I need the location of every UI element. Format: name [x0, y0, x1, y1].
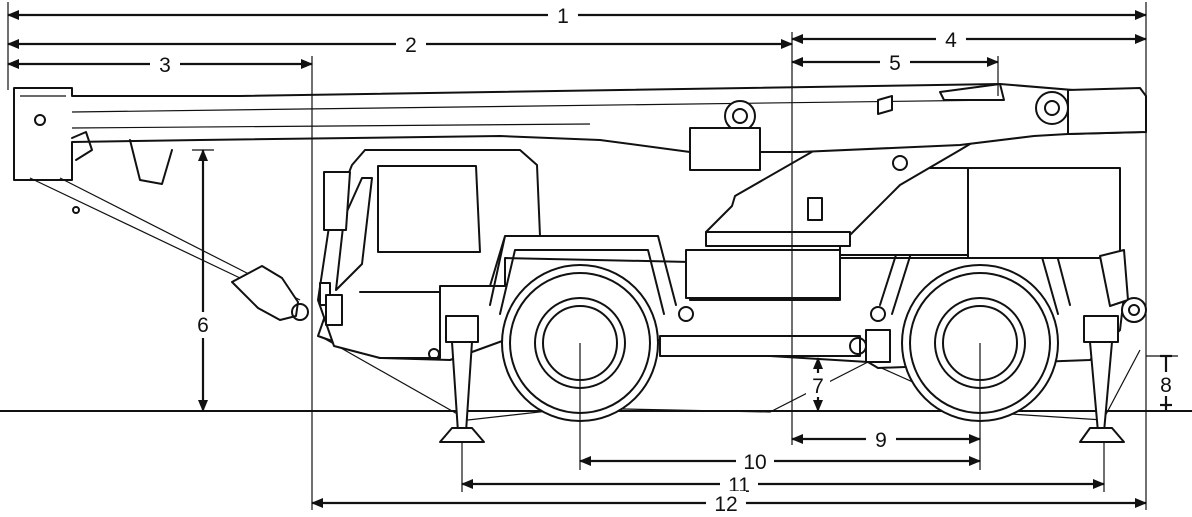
dimension-label-8: 8	[1160, 374, 1172, 397]
dimension-label-2: 2	[405, 34, 417, 57]
dimension-2: 2	[7, 32, 793, 57]
dimension-label-10: 10	[743, 451, 766, 474]
dimension-5: 5	[791, 50, 999, 75]
dimension-6: 6	[190, 149, 216, 412]
dimension-label-3: 3	[159, 54, 171, 77]
dimension-9: 9	[791, 427, 981, 452]
dimension-label-7: 7	[812, 375, 824, 398]
crane-boom	[13, 83, 1147, 181]
driver-cab	[317, 149, 541, 359]
dimension-1: 1	[7, 3, 1147, 28]
dimension-label-4: 4	[945, 29, 957, 52]
dimension-label-1: 1	[557, 5, 569, 28]
dimension-10: 10	[579, 449, 981, 474]
dimension-lines: 1 2 3 4 5 6	[7, 2, 1178, 516]
hook-block	[231, 265, 299, 321]
dimension-4: 4	[791, 27, 1147, 52]
dimension-8: 8	[1154, 354, 1178, 411]
rear-outrigger	[1079, 315, 1125, 443]
dimension-3: 3	[7, 52, 313, 77]
dimension-label-12: 12	[714, 493, 737, 516]
dimension-7: 7	[806, 357, 830, 412]
dimension-label-9: 9	[875, 429, 887, 452]
dimension-11: 11	[461, 472, 1105, 497]
crane-illustration	[0, 83, 1192, 443]
dimension-12: 12	[311, 491, 1147, 516]
dimension-label-5: 5	[889, 52, 901, 75]
dimension-label-6: 6	[197, 314, 209, 337]
front-outrigger	[439, 315, 485, 443]
